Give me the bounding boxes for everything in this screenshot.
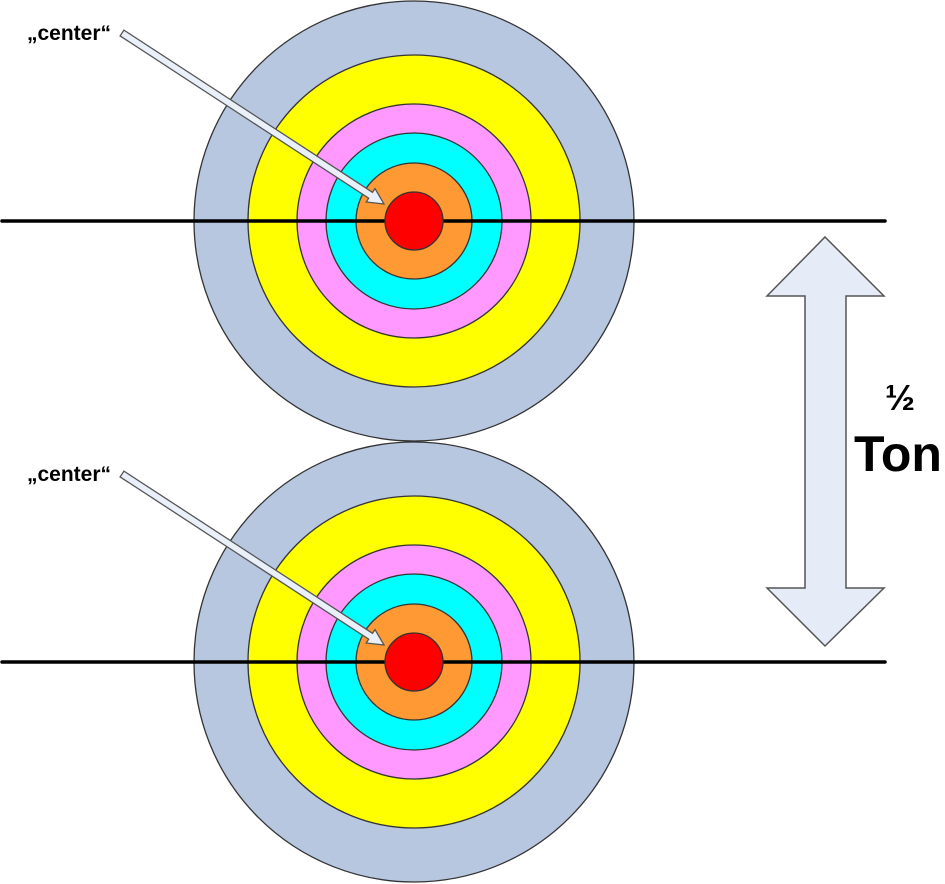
target-bottom: „center“ [0,441,887,883]
callout-arrow-top [119,29,386,205]
double-arrow-icon [765,235,886,648]
callout-label-bottom: „center“ [27,463,111,486]
spacing-unit: Ton [854,426,942,482]
callout-arrow-bottom [119,470,386,646]
target-top: „center“ [0,0,887,442]
bullseye-bottom [384,632,444,692]
bullseye-top [384,191,444,251]
callout-label-top: „center“ [27,22,111,45]
spacing-fraction: ½ [885,377,915,418]
